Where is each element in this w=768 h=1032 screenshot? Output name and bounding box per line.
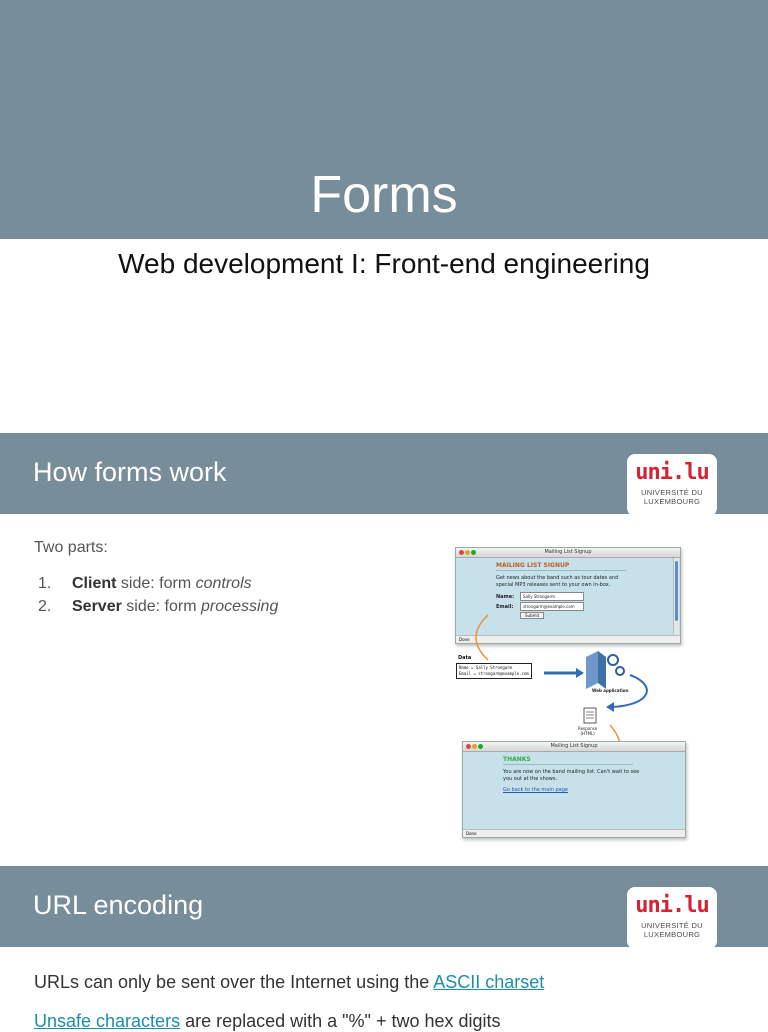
list-item: 1. Client side: form controls bbox=[38, 574, 278, 597]
section-header-forms: How forms work uni.lu UNIVERSITÉ DU LUXE… bbox=[0, 433, 768, 516]
name-row: Name: Sally Strongarm bbox=[496, 592, 636, 601]
list-italic: processing bbox=[200, 598, 279, 615]
server-icon bbox=[586, 651, 598, 689]
url-line-1: URLs can only be sent over the Internet … bbox=[34, 972, 544, 993]
response-line: Response bbox=[578, 726, 598, 731]
list-item: 2. Server side: form processing bbox=[38, 597, 278, 620]
status-bar: Done bbox=[456, 635, 680, 643]
ascii-charset-link[interactable]: ASCII charset bbox=[433, 972, 545, 992]
signup-window: Mailing List Signup MAILING LIST SIGNUP … bbox=[455, 547, 681, 644]
list-bold: Client bbox=[72, 575, 117, 592]
window-title: Mailing List Signup bbox=[544, 549, 592, 555]
email-field[interactable]: strongarm@example.com bbox=[520, 602, 584, 611]
submit-button[interactable]: Submit bbox=[520, 612, 545, 619]
list-text: side: form bbox=[121, 598, 201, 615]
logo-line1: UNIVERSITÉ DU bbox=[641, 921, 703, 930]
data-line: Email = strongarm@example.com bbox=[459, 671, 529, 676]
thanks-window: Mailing List Signup THANKS You are now o… bbox=[462, 741, 686, 838]
logo-line1: UNIVERSITÉ DU bbox=[641, 488, 703, 497]
status-bar: Done bbox=[463, 829, 685, 837]
university-logo: uni.lu UNIVERSITÉ DU LUXEMBOURG bbox=[627, 887, 717, 949]
window-buttons-icon bbox=[466, 744, 484, 753]
document-icon bbox=[583, 707, 597, 724]
name-field[interactable]: Sally Strongarm bbox=[520, 592, 584, 601]
list-number: 1. bbox=[38, 575, 52, 592]
response-label: Response (HTML) bbox=[578, 726, 597, 736]
email-row: Email: strongarm@example.com bbox=[496, 602, 636, 611]
logo-mark: uni.lu bbox=[635, 893, 709, 918]
list-bold: Server bbox=[72, 598, 122, 615]
window-text: Get news about the band such as tour dat… bbox=[496, 575, 619, 588]
gear-icon bbox=[607, 654, 619, 666]
window-titlebar: Mailing List Signup bbox=[463, 742, 685, 752]
slide-subtitle: Web development I: Front-end engineering bbox=[118, 248, 650, 279]
web-app-label: Web application bbox=[592, 688, 629, 693]
data-line: Name = Sally Strongarm bbox=[459, 665, 512, 670]
section-heading: How forms work bbox=[33, 457, 227, 487]
list-number: 2. bbox=[38, 598, 52, 615]
section-header-url: URL encoding uni.lu UNIVERSITÉ DU LUXEMB… bbox=[0, 866, 768, 949]
forms-diagram: Mailing List Signup MAILING LIST SIGNUP … bbox=[452, 545, 692, 845]
url-text: are replaced with a "%" + two hex digits bbox=[180, 1011, 501, 1031]
window-titlebar: Mailing List Signup bbox=[456, 548, 680, 558]
email-label: Email: bbox=[496, 604, 514, 610]
scrollbar[interactable] bbox=[673, 558, 679, 634]
parts-list: 1. Client side: form controls 2. Server si… bbox=[38, 574, 278, 620]
window-heading: MAILING LIST SIGNUP bbox=[496, 562, 626, 571]
list-text: side: form bbox=[116, 575, 196, 592]
window-heading: THANKS bbox=[503, 756, 633, 765]
data-label: Data bbox=[458, 655, 472, 661]
url-text: URLs can only be sent over the Internet … bbox=[34, 972, 434, 992]
name-label: Name: bbox=[496, 594, 515, 600]
main-page-link[interactable]: Go back to the main page bbox=[503, 787, 568, 793]
window-buttons-icon bbox=[459, 550, 477, 559]
submit-row: Submit bbox=[496, 612, 636, 620]
section-heading: URL encoding bbox=[33, 890, 204, 920]
unsafe-characters-link[interactable]: Unsafe characters bbox=[34, 1011, 181, 1031]
logo-mark: uni.lu bbox=[635, 460, 709, 485]
logo-line2: LUXEMBOURG bbox=[643, 930, 701, 939]
window-text: You are now on the band mailing list. Ca… bbox=[503, 769, 640, 782]
data-box: Name = Sally Strongarm Email = strongarm… bbox=[456, 663, 532, 679]
intro-text: Two parts: bbox=[34, 539, 108, 556]
slide-title: Forms bbox=[310, 166, 458, 224]
logo-line2: LUXEMBOURG bbox=[643, 497, 701, 506]
university-logo: uni.lu UNIVERSITÉ DU LUXEMBOURG bbox=[627, 454, 717, 516]
list-italic: controls bbox=[195, 575, 252, 592]
response-line: (HTML) bbox=[580, 731, 595, 736]
url-line-2: Unsafe characters are replaced with a "%… bbox=[34, 1011, 501, 1032]
window-title: Mailing List Signup bbox=[550, 743, 598, 749]
title-band: Forms bbox=[0, 0, 768, 239]
